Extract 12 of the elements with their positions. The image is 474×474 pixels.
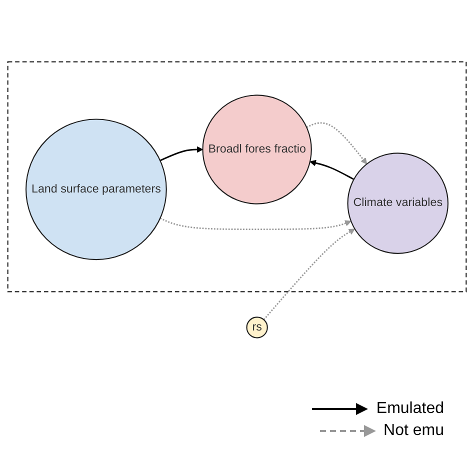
- arrow: [160, 218, 352, 230]
- node-circle: Land surface parameters: [25, 118, 167, 260]
- arrow: [310, 160, 354, 180]
- cluster: [7, 61, 467, 292]
- legend-label: Not emu: [384, 422, 444, 440]
- node-circle: Broadl fores fractio: [202, 94, 312, 205]
- node-circle: Climate variables: [347, 152, 449, 254]
- arrow: [306, 122, 368, 164]
- legend-label: Emulated: [376, 400, 444, 418]
- arrow: [160, 146, 204, 162]
- arrow: [263, 228, 356, 320]
- node-circle: rs: [246, 316, 268, 339]
